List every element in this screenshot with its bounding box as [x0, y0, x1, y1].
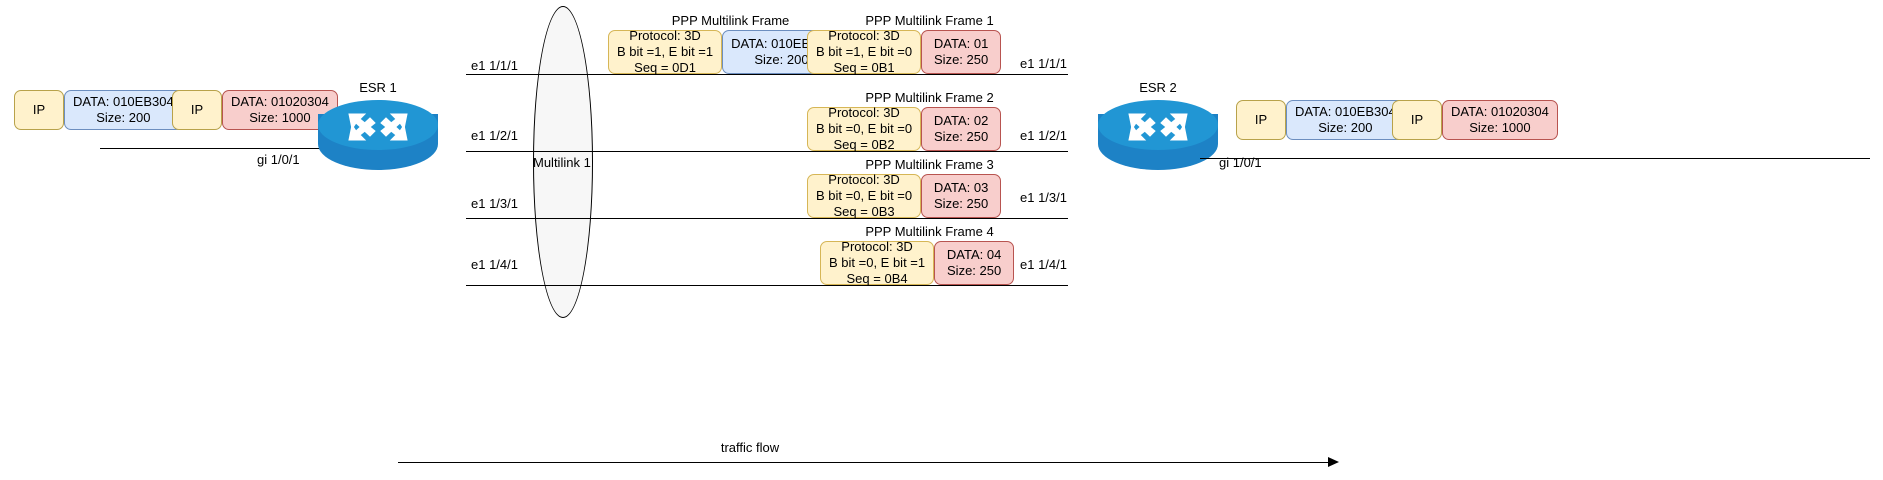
frame-0-seq: Seq = 0D1 — [634, 60, 696, 75]
frame-0-protocol: Protocol: 3D — [629, 28, 701, 43]
frame-1-data: DATA: 01 — [933, 36, 989, 51]
frame-3-bits: B bit =0, E bit =0 — [816, 188, 913, 203]
left-packet-2-size: Size: 1000 — [249, 110, 311, 125]
right-packet-2-size: Size: 1000 — [1469, 120, 1531, 135]
frame-2-title: PPP Multilink Frame 2 — [865, 90, 994, 105]
frame-4-data: DATA: 04 — [946, 247, 1002, 262]
router-esr1-top — [318, 100, 438, 150]
frame-0: Protocol: 3D B bit =1, E bit =1 Seq = 0D… — [608, 28, 841, 75]
frame-1-size: Size: 250 — [934, 52, 989, 67]
left-packet-1-payload: DATA: 010EB304 Size: 200 — [64, 90, 183, 130]
link-line-1 — [466, 74, 1068, 75]
router-esr2-label: ESR 2 — [1139, 80, 1177, 95]
frame-2-bits: B bit =0, E bit =0 — [816, 121, 913, 136]
left-packet-2: IP DATA: 01020304 Size: 1000 — [172, 90, 338, 130]
frame-1-title: PPP Multilink Frame 1 — [865, 13, 994, 28]
right-packet-2: IP DATA: 01020304 Size: 1000 — [1392, 100, 1558, 140]
right-packet-1: IP DATA: 010EB304 Size: 200 — [1236, 100, 1405, 140]
frame-1-seq: Seq = 0B1 — [833, 60, 895, 75]
link-1-left-label: e1 1/1/1 — [471, 58, 518, 73]
frame-4-header: Protocol: 3D B bit =0, E bit =1 Seq = 0B… — [820, 239, 935, 286]
left-packet-2-payload: DATA: 01020304 Size: 1000 — [222, 90, 338, 130]
frame-3-header: Protocol: 3D B bit =0, E bit =0 Seq = 0B… — [807, 172, 922, 219]
left-packet-1-ip-header: IP — [14, 90, 64, 130]
link-2-right-label: e1 1/2/1 — [1020, 128, 1067, 143]
frame-1-bits: B bit =1, E bit =0 — [816, 44, 913, 59]
router-esr2-icon — [1098, 100, 1218, 178]
frame-2-seq: Seq = 0B2 — [833, 137, 895, 152]
frame-3-data: DATA: 03 — [933, 180, 989, 195]
frame-2-header: Protocol: 3D B bit =0, E bit =0 Seq = 0B… — [807, 105, 922, 152]
frame-4: Protocol: 3D B bit =0, E bit =1 Seq = 0B… — [820, 239, 1015, 286]
link-4-right-label: e1 1/4/1 — [1020, 257, 1067, 272]
frame-2-payload: DATA: 02 Size: 250 — [921, 107, 1002, 151]
right-packet-1-ip-label: IP — [1254, 112, 1268, 127]
link-3-left-label: e1 1/3/1 — [471, 196, 518, 211]
frame-3-protocol: Protocol: 3D — [828, 172, 900, 187]
traffic-flow-label: traffic flow — [720, 440, 780, 455]
frame-2-data: DATA: 02 — [933, 113, 989, 128]
link-4-left-label: e1 1/4/1 — [471, 257, 518, 272]
frame-4-size: Size: 250 — [947, 263, 1002, 278]
link-line-4 — [466, 285, 1068, 286]
left-packet-1-ip-label: IP — [32, 102, 46, 117]
frame-0-size: Size: 200 — [754, 52, 809, 67]
right-packet-2-ip-label: IP — [1410, 112, 1424, 127]
frame-1: Protocol: 3D B bit =1, E bit =0 Seq = 0B… — [807, 28, 1002, 75]
left-access-link-line — [100, 148, 360, 149]
link-3-right-label: e1 1/3/1 — [1020, 190, 1067, 205]
frame-3-seq: Seq = 0B3 — [833, 204, 895, 219]
frame-0-header: Protocol: 3D B bit =1, E bit =1 Seq = 0D… — [608, 28, 723, 75]
traffic-flow-line — [398, 462, 1328, 463]
link-line-2 — [466, 151, 1068, 152]
router-esr2-arrows — [1128, 113, 1188, 141]
router-esr1-label: ESR 1 — [359, 80, 397, 95]
right-packet-1-ip-header: IP — [1236, 100, 1286, 140]
frame-4-seq: Seq = 0B4 — [846, 271, 908, 286]
traffic-flow-arrowhead — [1328, 457, 1339, 467]
left-packet-1-size: Size: 200 — [96, 110, 151, 125]
frame-2: Protocol: 3D B bit =0, E bit =0 Seq = 0B… — [807, 105, 1002, 152]
frame-3: Protocol: 3D B bit =0, E bit =0 Seq = 0B… — [807, 172, 1002, 219]
multilink-bundle-ellipse — [533, 6, 593, 318]
frame-0-data: DATA: 010EB304 — [731, 36, 832, 51]
frame-0-title: PPP Multilink Frame — [671, 13, 790, 28]
right-packet-2-data: DATA: 01020304 — [1451, 104, 1549, 119]
frame-4-bits: B bit =0, E bit =1 — [829, 255, 926, 270]
frame-1-header: Protocol: 3D B bit =1, E bit =0 Seq = 0B… — [807, 28, 922, 75]
right-packet-2-ip-header: IP — [1392, 100, 1442, 140]
frame-4-protocol: Protocol: 3D — [841, 239, 913, 254]
frame-1-payload: DATA: 01 Size: 250 — [921, 30, 1002, 74]
multilink-bundle-label: Multilink 1 — [533, 155, 591, 170]
frame-2-size: Size: 250 — [934, 129, 989, 144]
right-packet-1-size: Size: 200 — [1318, 120, 1373, 135]
right-packet-2-payload: DATA: 01020304 Size: 1000 — [1442, 100, 1558, 140]
frame-4-payload: DATA: 04 Size: 250 — [934, 241, 1015, 285]
link-2-left-label: e1 1/2/1 — [471, 128, 518, 143]
right-router-port-label: gi 1/0/1 — [1219, 155, 1262, 170]
right-packet-1-payload: DATA: 010EB304 Size: 200 — [1286, 100, 1405, 140]
router-esr1-arrows — [348, 113, 408, 141]
left-packet-1-data: DATA: 010EB304 — [73, 94, 174, 109]
left-router-port-label: gi 1/0/1 — [257, 152, 300, 167]
frame-1-protocol: Protocol: 3D — [828, 28, 900, 43]
frame-3-title: PPP Multilink Frame 3 — [865, 157, 994, 172]
router-esr1-icon — [318, 100, 438, 178]
left-packet-2-ip-header: IP — [172, 90, 222, 130]
router-esr2-top — [1098, 100, 1218, 150]
left-packet-2-ip-label: IP — [190, 102, 204, 117]
frame-4-title: PPP Multilink Frame 4 — [865, 224, 994, 239]
frame-3-size: Size: 250 — [934, 196, 989, 211]
link-1-right-label: e1 1/1/1 — [1020, 56, 1067, 71]
link-line-3 — [466, 218, 1068, 219]
left-packet-2-data: DATA: 01020304 — [231, 94, 329, 109]
right-access-link-line — [1200, 158, 1870, 159]
frame-0-bits: B bit =1, E bit =1 — [617, 44, 714, 59]
frame-2-protocol: Protocol: 3D — [828, 105, 900, 120]
left-packet-1: IP DATA: 010EB304 Size: 200 — [14, 90, 183, 130]
frame-3-payload: DATA: 03 Size: 250 — [921, 174, 1002, 218]
right-packet-1-data: DATA: 010EB304 — [1295, 104, 1396, 119]
